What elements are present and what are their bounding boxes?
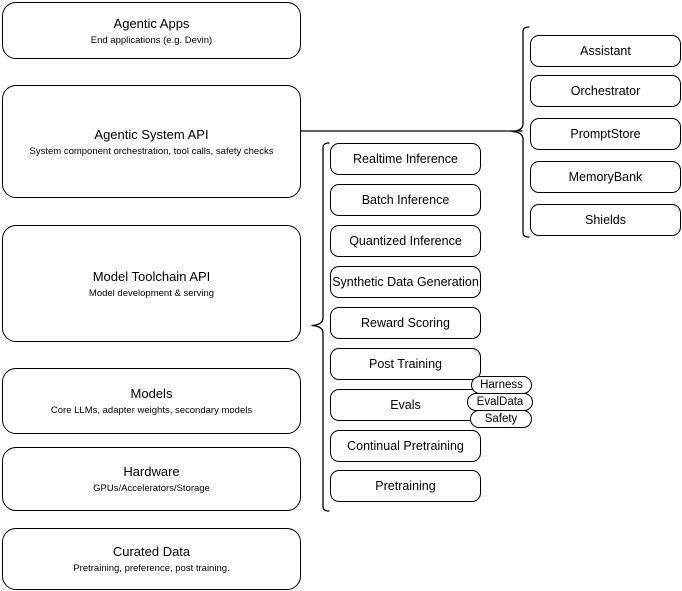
capability-batch-inference[interactable]: Batch Inference [330,184,481,216]
capability-label: Pretraining [375,479,436,493]
capability-quantized-inference[interactable]: Quantized Inference [330,225,481,257]
eval-tag-harness[interactable]: Harness [471,376,532,394]
capability-pretraining[interactable]: Pretraining [330,470,481,502]
layer-agentic-system-api[interactable]: Agentic System API System component orch… [2,85,301,198]
capability-label: Realtime Inference [353,152,458,166]
eval-tag-safety[interactable]: Safety [470,410,532,428]
brace-agentic-components [511,26,530,238]
layer-title: Curated Data [112,544,191,559]
capability-realtime-inference[interactable]: Realtime Inference [330,143,481,175]
component-label: Shields [585,213,626,227]
layer-title: Hardware [123,464,180,479]
component-assistant[interactable]: Assistant [530,35,681,67]
layer-subtitle: Model development & serving [88,287,215,299]
layer-subtitle: System component orchestration, tool cal… [29,145,274,157]
layer-subtitle: End applications (e.g. Devin) [90,34,213,46]
layer-model-toolchain-api[interactable]: Model Toolchain API Model development & … [2,225,301,342]
layer-subtitle: GPUs/Accelerators/Storage [93,483,210,494]
eval-tag-label: EvalData [476,396,524,408]
capability-label: Batch Inference [361,193,450,207]
component-label: PromptStore [570,127,641,141]
capability-evals[interactable]: Evals [330,389,481,421]
component-label: Assistant [580,44,631,58]
component-orchestrator[interactable]: Orchestrator [530,75,681,107]
layer-title: Models [130,386,173,401]
capability-post-training[interactable]: Post Training [330,348,481,380]
brace-toolchain-capabilities [311,142,330,512]
layer-title: Agentic System API [94,126,209,142]
capability-label: Reward Scoring [361,316,450,330]
capability-label: Evals [390,398,421,412]
eval-tag-evaldata[interactable]: EvalData [467,393,533,411]
layer-curated-data[interactable]: Curated Data Pretraining, preference, po… [2,528,301,590]
capability-reward-scoring[interactable]: Reward Scoring [330,307,481,339]
component-label: MemoryBank [568,170,643,184]
layer-hardware[interactable]: Hardware GPUs/Accelerators/Storage [2,447,301,511]
capability-synthetic-data-generation[interactable]: Synthetic Data Generation [330,266,481,298]
component-label: Orchestrator [570,84,641,98]
capability-label: Post Training [369,357,442,371]
capability-label: Continual Pretraining [347,439,464,453]
component-memorybank[interactable]: MemoryBank [530,161,681,193]
eval-tag-label: Safety [484,413,518,425]
capability-label: Synthetic Data Generation [332,275,479,289]
capability-continual-pretraining[interactable]: Continual Pretraining [330,430,481,462]
capability-label: Quantized Inference [349,234,462,248]
layer-models[interactable]: Models Core LLMs, adapter weights, secon… [2,368,301,434]
layer-title: Agentic Apps [113,15,190,31]
layer-subtitle: Pretraining, preference, post training. [73,563,230,574]
layer-agentic-apps[interactable]: Agentic Apps End applications (e.g. Devi… [2,2,301,59]
layer-subtitle: Core LLMs, adapter weights, secondary mo… [50,405,253,416]
component-shields[interactable]: Shields [530,204,681,236]
eval-tag-label: Harness [480,379,523,391]
layer-title: Model Toolchain API [92,268,211,284]
component-promptstore[interactable]: PromptStore [530,118,681,150]
